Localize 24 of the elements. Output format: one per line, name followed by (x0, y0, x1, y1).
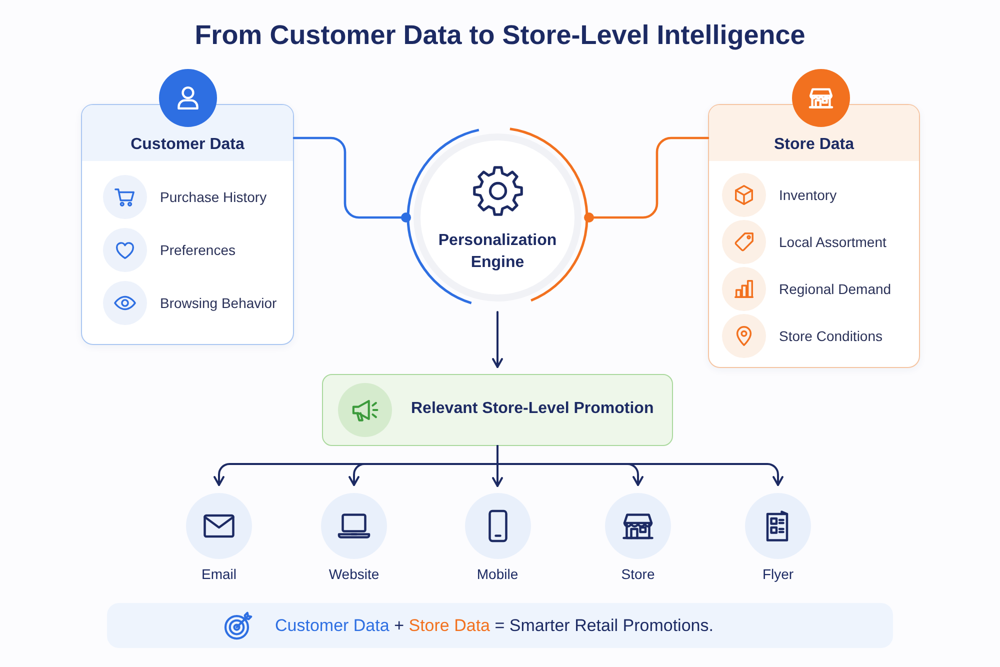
connector-line (584, 136, 710, 222)
summary-text: Customer Data + Store Data = Smarter Retail Promotions. (275, 615, 714, 636)
promotion-box (322, 374, 673, 446)
channel-label: Flyer (762, 565, 794, 583)
list-item-label: Purchase History (160, 188, 267, 207)
list-item-label: Browsing Behavior (160, 294, 277, 313)
list-item-label: Local Assortment (779, 233, 886, 252)
connector-line (292, 136, 411, 222)
channel-label: Mobile (476, 565, 518, 583)
diagram-title: From Customer Data to Store-Level Intelligence (194, 19, 806, 51)
list-item-label: Store Conditions (779, 327, 883, 346)
promotion-label: Relevant Store-Level Promotion (411, 399, 654, 419)
channel-label: Store (621, 565, 655, 583)
engine-label: Personalization Engine (438, 231, 557, 273)
summary-banner (107, 603, 893, 648)
card-title: Customer Data (130, 135, 244, 155)
list-item-label: Inventory (779, 186, 837, 205)
list-item-label: Regional Demand (779, 280, 892, 299)
arrow (496, 445, 784, 486)
card-title: Store Data (774, 135, 854, 155)
channel-label: Email (202, 565, 236, 583)
list-item-label: Preferences (160, 241, 236, 260)
arrow (492, 311, 503, 368)
channel-label: Website (328, 565, 380, 583)
